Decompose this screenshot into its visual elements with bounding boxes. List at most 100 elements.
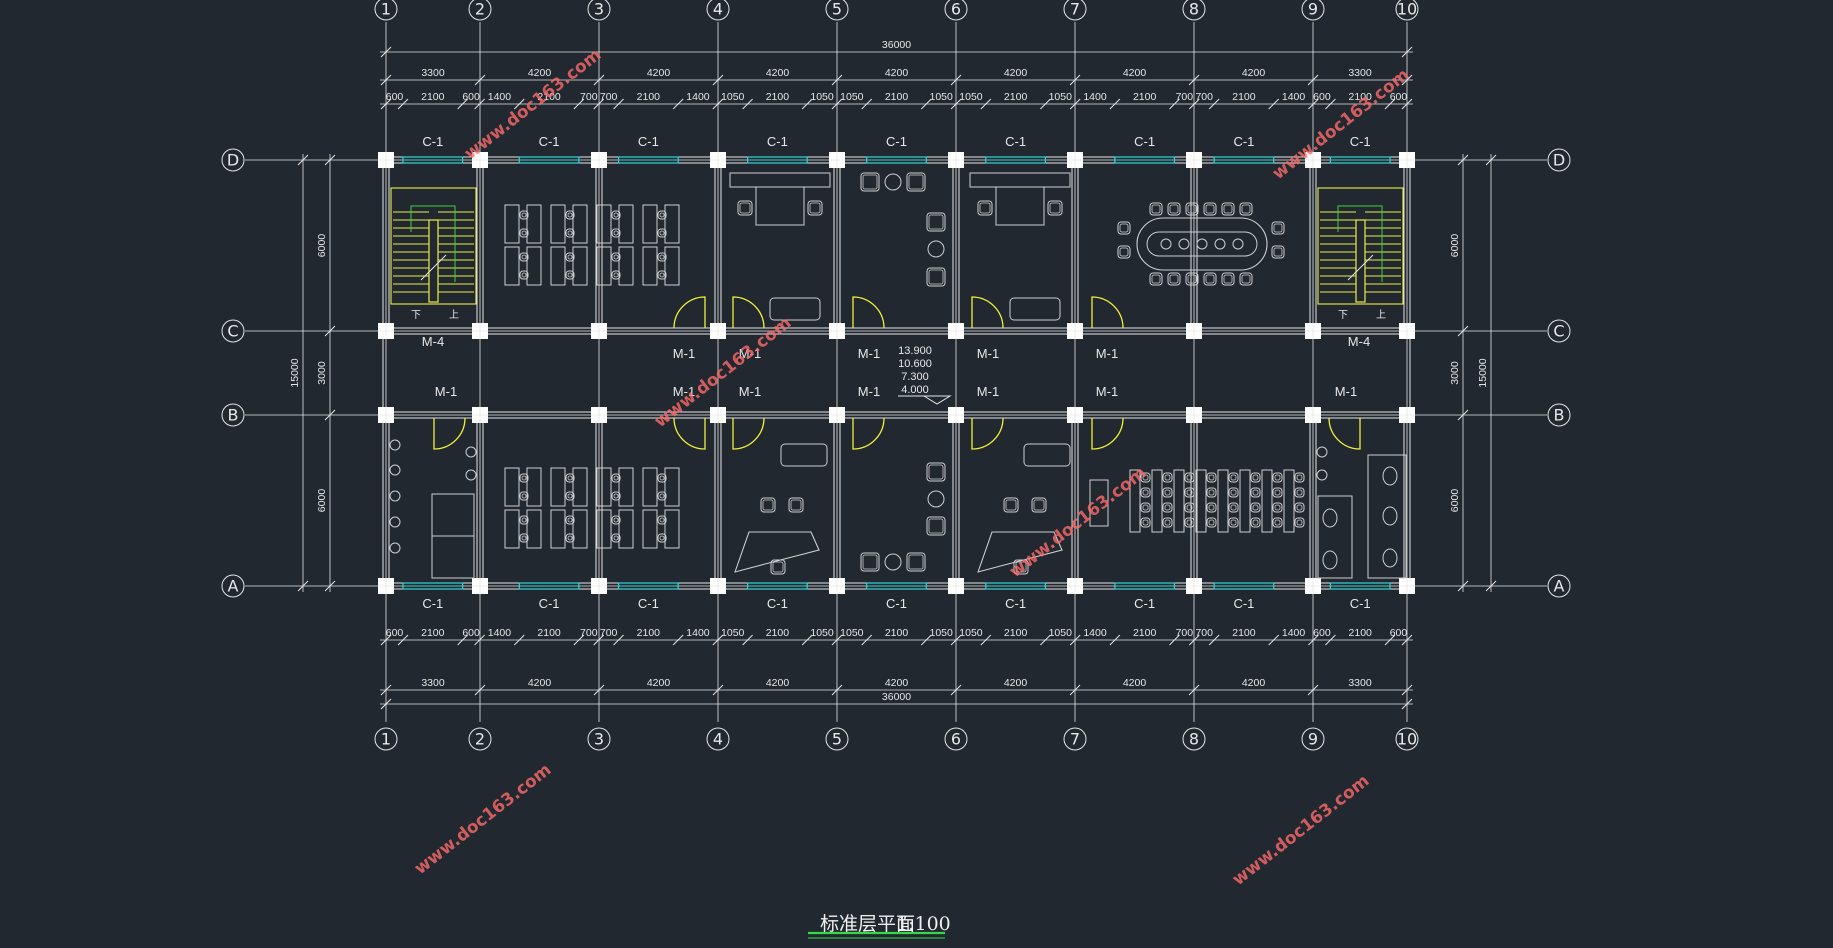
dim-windows-top-tick-3 <box>474 98 485 110</box>
stair-right-down-label: 下 <box>1338 310 1348 321</box>
dim-windows-bottom-value-19: 2100 <box>1133 627 1157 639</box>
dim-windows-top-value-23: 1400 <box>1282 91 1306 103</box>
door-north-3 <box>852 296 885 329</box>
grid-axis-label-5-top: 5 <box>832 0 842 19</box>
dim-windows-top-tick-2 <box>457 98 468 110</box>
window-code-bottom-7: C-1 <box>1134 596 1155 611</box>
conference-chair-bottom-5-seat <box>1241 274 1251 284</box>
reception-south-armchair-2 <box>906 552 926 572</box>
grid-axis-label-9-bottom: 9 <box>1308 730 1318 749</box>
open-office-south-chair-a-30 <box>657 473 667 483</box>
training-desk-1 <box>1151 469 1163 533</box>
dim-windows-bottom-value-12: 1050 <box>840 627 864 639</box>
training-chair-13-seat <box>1164 519 1171 526</box>
conference-chair-top-1 <box>1167 202 1181 216</box>
training-chair-20 <box>1184 472 1195 483</box>
open-office-north-chair-a-30 <box>657 210 667 220</box>
conference-chair-end-01-seat <box>1119 247 1129 257</box>
conference-table <box>1136 217 1268 271</box>
training-chair-40-seat <box>1230 474 1237 481</box>
door-code-7: M-4 <box>1348 334 1370 349</box>
dim-windows-top-tick-8 <box>672 98 684 110</box>
side-table-south <box>927 490 945 508</box>
open-office-south-chair-a-20-seat <box>613 475 619 481</box>
dim-windows-bottom-value-15: 1050 <box>959 627 983 639</box>
dim-windows-bottom-tick-23 <box>1268 634 1280 646</box>
dim-windows-top-tick-26 <box>1384 98 1396 110</box>
dim-windows-top-value-10: 2100 <box>766 91 790 103</box>
dim-windows-top-tick-22 <box>1208 98 1220 110</box>
dim-windows-top-value-18: 1400 <box>1083 91 1107 103</box>
open-office-north-chair-a-11-seat <box>567 254 573 260</box>
conference-chair-top-4 <box>1221 202 1235 216</box>
conference-chair-bottom-1 <box>1167 272 1181 286</box>
open-office-south-desk-a-00 <box>504 467 520 507</box>
toilet-stall-right-1 <box>1317 495 1353 579</box>
stair-left-break-line <box>420 254 447 281</box>
open-office-north-chair-b-01-seat <box>521 272 527 278</box>
stair-left-handrail <box>428 219 439 303</box>
director-office-1-guest-chair-1-seat <box>762 499 774 511</box>
openings-layer <box>402 156 1391 590</box>
open-office-north-chair-a-21-seat <box>613 254 619 260</box>
dim-windows-bottom-tick-11 <box>801 634 813 646</box>
dim-windows-bottom-tick-17 <box>1040 634 1051 646</box>
window-code-bottom-4: C-1 <box>767 596 788 611</box>
training-chair-33-seat <box>1208 519 1215 526</box>
training-chair-00 <box>1140 472 1151 483</box>
open-office-south-desk-a-20 <box>596 467 612 507</box>
dim-bays-top-value-0: 3300 <box>421 67 445 79</box>
side-chair-south-0-seat <box>928 464 944 480</box>
training-chair-51-seat <box>1252 489 1259 496</box>
stairs-layer: 下上下上 <box>390 187 1404 321</box>
training-chair-62 <box>1272 502 1283 513</box>
training-chair-02-seat <box>1142 504 1149 511</box>
dim-depth-right-value-0: 6000 <box>1449 234 1461 258</box>
open-office-north-chair-a-10 <box>565 210 575 220</box>
dim-windows-bottom-tick-14 <box>920 634 932 646</box>
conference-chair-top-3 <box>1203 202 1217 216</box>
conference-chair-top-0 <box>1149 202 1163 216</box>
dim-bays-top-value-5: 4200 <box>1004 67 1028 79</box>
dim-depth-left-value-2: 6000 <box>316 489 328 513</box>
door-south-7 <box>1328 417 1361 450</box>
drawing-scale: 1:100 <box>896 913 951 935</box>
dim-windows-bottom-value-18: 1400 <box>1083 627 1107 639</box>
grid-bubble-C-right <box>1547 319 1571 343</box>
grid-axis-label-3-bottom: 3 <box>594 730 604 749</box>
training-desk-0 <box>1129 469 1141 533</box>
dim-windows-top-value-15: 1050 <box>959 91 983 103</box>
dim-bays-top-value-7: 4200 <box>1242 67 1266 79</box>
washbasin-left-1 <box>389 464 401 476</box>
open-office-north-chair-a-00-seat <box>521 212 527 218</box>
door-code-2: M-1 <box>673 346 695 361</box>
training-chair-22 <box>1184 502 1195 513</box>
grid-bubble-B-left <box>221 403 245 427</box>
open-office-north-desk-a-21 <box>596 246 612 286</box>
open-office-north-chair-b-11 <box>565 270 575 280</box>
dim-windows-top-value-22: 2100 <box>1232 91 1256 103</box>
open-office-south-desk-b-31 <box>664 509 680 549</box>
window-code-bottom-8: C-1 <box>1233 596 1254 611</box>
manager-office-1-desk <box>755 186 805 226</box>
dim-windows-top-value-7: 2100 <box>637 91 661 103</box>
dim-windows-top-tick-23 <box>1268 98 1280 110</box>
training-chair-73 <box>1294 517 1305 528</box>
training-chair-11 <box>1162 487 1173 498</box>
watermark-5: www.doc163.com <box>411 760 556 879</box>
manager-office-2-desk <box>995 186 1045 226</box>
dim-windows-top-tick-17 <box>1040 98 1051 110</box>
door-north-4 <box>971 296 1004 329</box>
grid-axis-label-7-bottom: 7 <box>1070 730 1080 749</box>
grid-axis-label-7-top: 7 <box>1070 0 1080 19</box>
grid-axis-label-2-bottom: 2 <box>475 730 485 749</box>
director-office-1-guest-chair-1 <box>760 497 776 513</box>
training-chair-50 <box>1250 472 1261 483</box>
grid-axis-label-10-top: 10 <box>1397 0 1417 19</box>
reception-south-table <box>884 553 902 571</box>
director-office-1-sofa <box>780 443 828 467</box>
training-chair-31-seat <box>1208 489 1215 496</box>
open-office-north-desk-b-20 <box>618 204 634 244</box>
dim-overall-bottom-value-0: 36000 <box>882 691 911 703</box>
training-chair-52 <box>1250 502 1261 513</box>
